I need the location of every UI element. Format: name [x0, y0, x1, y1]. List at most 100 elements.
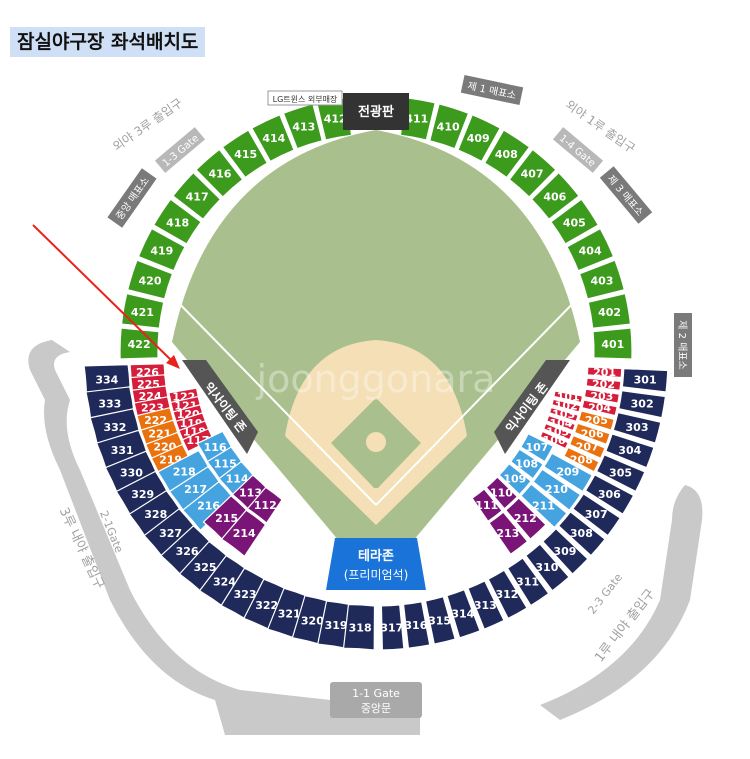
section-211[interactable]: 211 — [520, 483, 568, 529]
terrace-zone[interactable]: 테라존 (프리미엄석) — [326, 538, 426, 590]
section-304[interactable]: 304 — [605, 433, 655, 469]
section-label: 411 — [405, 113, 428, 126]
section-label: 109 — [503, 473, 526, 486]
section-311[interactable]: 311 — [506, 557, 550, 607]
section-318[interactable]: 318 — [342, 603, 376, 651]
section-label: 306 — [598, 488, 621, 501]
exciting-zone-right-shape — [494, 360, 570, 454]
section-label: 308 — [570, 527, 593, 540]
section-401[interactable]: 401 — [592, 327, 633, 360]
section-307[interactable]: 307 — [572, 493, 622, 537]
section-label: 114 — [226, 473, 249, 486]
section-309[interactable]: 309 — [542, 527, 589, 575]
foul-line-right — [375, 291, 585, 506]
section-103[interactable]: 103 — [548, 406, 579, 423]
section-406[interactable]: 406 — [530, 171, 580, 221]
foul-line-left — [167, 291, 377, 506]
terrace-zone-shape — [326, 538, 426, 590]
section-308[interactable]: 308 — [557, 511, 606, 557]
section-305[interactable]: 305 — [595, 453, 646, 493]
section-402[interactable]: 402 — [587, 292, 632, 329]
section-403[interactable]: 403 — [578, 259, 626, 300]
ticket-office-2-label: 제 2 매표소 — [676, 320, 688, 370]
pitchers-mound — [366, 432, 386, 452]
section-107[interactable]: 107 — [520, 432, 555, 463]
section-404[interactable]: 404 — [566, 227, 615, 272]
section-407[interactable]: 407 — [508, 148, 557, 198]
section-310[interactable]: 310 — [524, 543, 570, 592]
section-shape — [520, 483, 568, 529]
section-317[interactable]: 317 — [380, 604, 405, 651]
section-415[interactable]: 415 — [221, 129, 269, 179]
section-206[interactable]: 206 — [573, 422, 611, 446]
exciting-zone-left-shape — [182, 360, 258, 454]
section-416[interactable]: 416 — [195, 148, 244, 198]
section-102[interactable]: 102 — [551, 398, 582, 413]
section-422[interactable]: 422 — [119, 327, 160, 360]
section-420[interactable]: 420 — [126, 259, 174, 300]
section-shape — [585, 377, 622, 391]
section-label: 303 — [626, 421, 649, 434]
section-shape — [424, 595, 456, 645]
section-label: 108 — [515, 458, 538, 471]
gate-2-3-label: 2-3 Gate — [585, 571, 625, 617]
section-421[interactable]: 421 — [120, 292, 165, 329]
section-shape — [487, 569, 528, 620]
section-label: 102 — [555, 399, 578, 412]
section-111[interactable]: 111 — [471, 488, 503, 523]
section-shape — [592, 327, 633, 360]
section-209[interactable]: 209 — [543, 452, 594, 493]
section-419[interactable]: 419 — [137, 227, 186, 272]
section-313[interactable]: 313 — [467, 580, 505, 630]
section-408[interactable]: 408 — [483, 129, 531, 179]
section-208[interactable]: 208 — [563, 446, 600, 473]
section-label: 418 — [166, 216, 189, 229]
section-218[interactable]: 218 — [157, 449, 211, 496]
section-306[interactable]: 306 — [584, 473, 635, 515]
section-shape — [553, 390, 584, 404]
section-205[interactable]: 205 — [577, 410, 615, 431]
section-212[interactable]: 212 — [504, 497, 547, 540]
scoreboard-box — [343, 93, 409, 130]
section-302[interactable]: 302 — [618, 390, 667, 419]
section-207[interactable]: 207 — [568, 434, 606, 460]
section-101[interactable]: 101 — [553, 390, 584, 404]
section-301[interactable]: 301 — [621, 367, 669, 393]
section-108[interactable]: 108 — [509, 448, 544, 480]
section-label: 304 — [618, 444, 641, 457]
section-405[interactable]: 405 — [550, 198, 600, 245]
section-210[interactable]: 210 — [532, 468, 582, 512]
section-414[interactable]: 414 — [251, 114, 295, 163]
section-413[interactable]: 413 — [282, 103, 324, 150]
section-label: 210 — [545, 483, 568, 496]
section-213[interactable]: 213 — [488, 511, 529, 556]
section-112[interactable]: 112 — [246, 486, 283, 524]
section-203[interactable]: 203 — [583, 388, 621, 404]
section-410[interactable]: 410 — [428, 103, 470, 150]
main-gate-label: 중앙문 — [361, 702, 391, 715]
section-314[interactable]: 314 — [446, 588, 481, 639]
section-label: 417 — [186, 191, 209, 204]
section-312[interactable]: 312 — [487, 569, 528, 620]
section-316[interactable]: 316 — [402, 601, 431, 649]
section-303[interactable]: 303 — [612, 411, 662, 444]
section-216[interactable]: 216 — [181, 480, 235, 532]
section-330[interactable]: 330 — [104, 450, 158, 497]
section-201[interactable]: 201 — [586, 366, 623, 379]
section-418[interactable]: 418 — [152, 198, 202, 245]
section-shape — [488, 511, 529, 556]
section-label: 405 — [563, 216, 586, 229]
section-315[interactable]: 315 — [424, 595, 456, 645]
section-110[interactable]: 110 — [485, 476, 519, 510]
section-204[interactable]: 204 — [581, 399, 618, 417]
upper-stands: 3343333323313303293283273263253243233223… — [83, 364, 669, 651]
section-417[interactable]: 417 — [172, 171, 222, 221]
section-214[interactable]: 214 — [220, 509, 267, 558]
section-shape — [402, 601, 431, 649]
section-109[interactable]: 109 — [498, 462, 532, 496]
section-label: 325 — [194, 561, 217, 574]
section-label: 329 — [131, 488, 154, 501]
section-409[interactable]: 409 — [457, 114, 501, 163]
section-202[interactable]: 202 — [585, 377, 622, 391]
